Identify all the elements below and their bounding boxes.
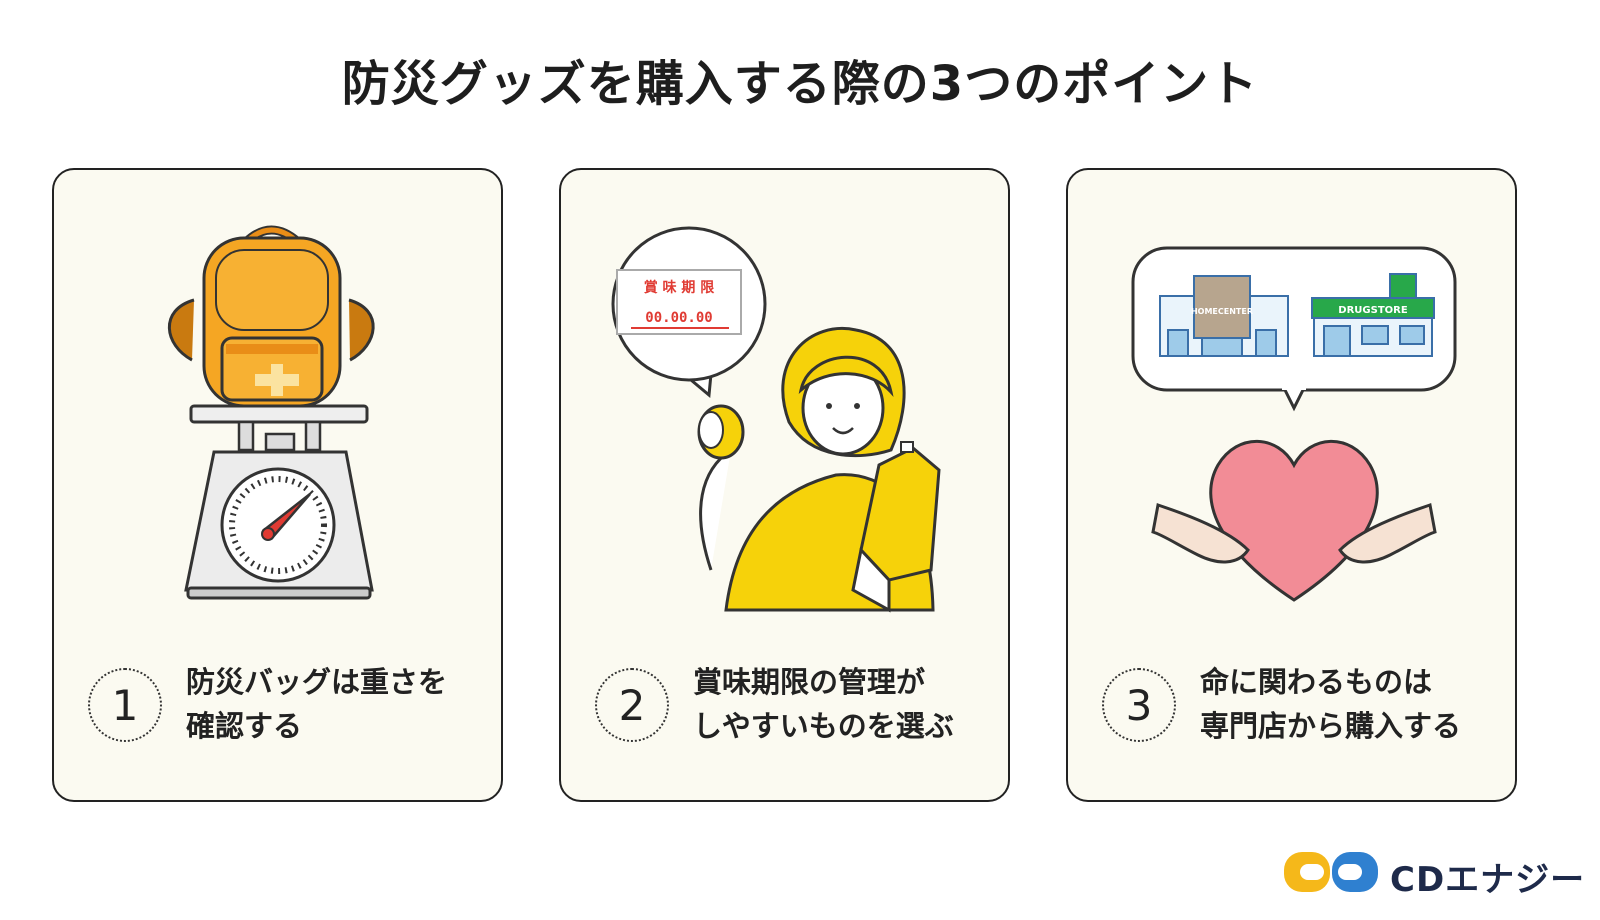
brand-logo-mark: [1284, 852, 1378, 892]
drugstore-sign: DRUGSTORE: [1338, 305, 1408, 316]
point-card-1: 1 防災バッグは重さを 確認する: [52, 168, 503, 802]
point-number-badge: 2: [595, 668, 669, 742]
brand-name: CDエナジー: [1390, 860, 1586, 900]
stores-and-heart-illustration: HOMECENTER DRUGSTORE: [1131, 246, 1457, 602]
point-caption: 命に関わるものは 専門店から購入する: [1200, 665, 1462, 743]
point-number-badge: 3: [1102, 668, 1176, 742]
woman-checking-expiry-illustration: 賞 味 期 限 00.00.00: [611, 226, 941, 613]
expiry-label-date: 00.00.00: [645, 310, 712, 326]
point-caption: 防災バッグは重さを 確認する: [186, 665, 448, 743]
point-caption: 賞味期限の管理が しやすいものを選ぶ: [693, 665, 954, 743]
expiry-label-title: 賞 味 期 限: [644, 279, 715, 296]
page-title: 防災グッズを購入する際の3つのポイント: [341, 56, 1259, 112]
point-card-2: 賞 味 期 限 00.00.00 2 賞味期限の管理が しやすいものを選ぶ: [559, 168, 1010, 802]
backpack-on-scale-illustration: [167, 225, 375, 600]
point-card-3: HOMECENTER DRUGSTORE 3 命に関わるものは 専門店から購入す…: [1066, 168, 1517, 802]
homecenter-sign: HOMECENTER: [1191, 307, 1253, 316]
point-number-badge: 1: [88, 668, 162, 742]
